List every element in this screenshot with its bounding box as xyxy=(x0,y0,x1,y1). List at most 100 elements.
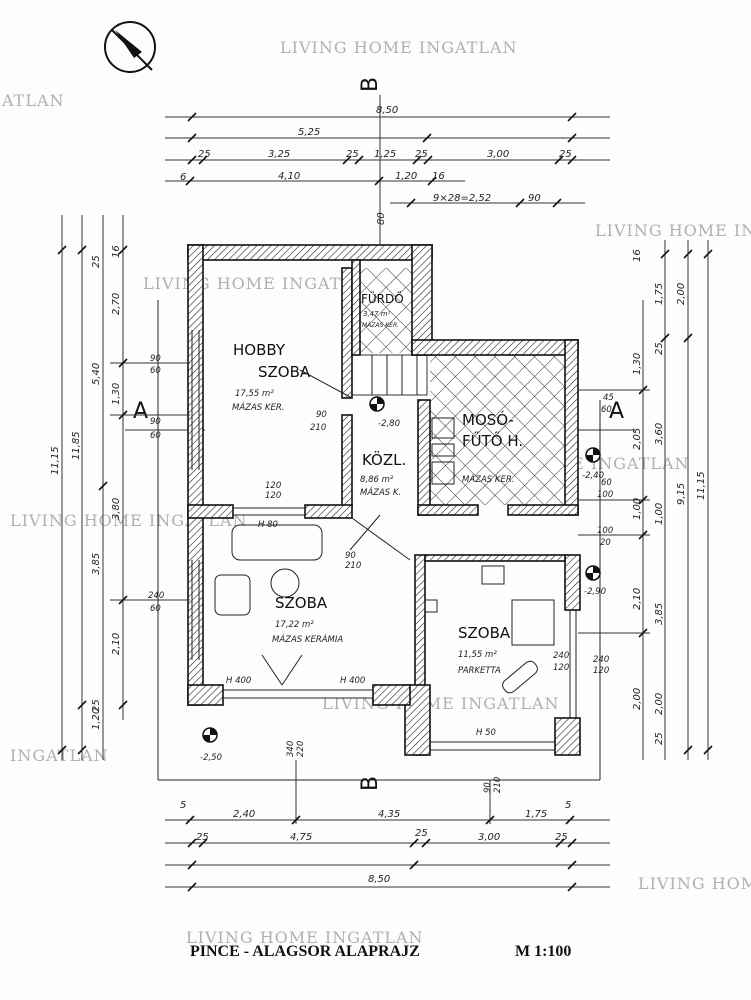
dim-label: 45 xyxy=(603,393,614,403)
walls xyxy=(187,244,581,756)
dim-label: 25 xyxy=(91,699,102,712)
dim-label: 1,20 xyxy=(91,708,102,730)
dim-label: 25 xyxy=(415,828,428,839)
room-name-hobby: HOBBY xyxy=(233,341,286,359)
dim-label: 5 xyxy=(565,800,571,811)
room-area: 17,22 m² xyxy=(275,620,314,630)
dim-label: 3,85 xyxy=(91,553,102,575)
dim-label: 5,40 xyxy=(91,363,102,385)
opening-label: 240 xyxy=(593,655,609,665)
dim-label: 11,85 xyxy=(71,431,82,460)
room-name-room2: SZOBA xyxy=(458,624,511,642)
dim-label: 4,35 xyxy=(378,809,400,820)
dim-label: 90 xyxy=(150,417,161,427)
room-name-bath: FÜRDŐ xyxy=(361,290,404,306)
dim-label: 1,75 xyxy=(525,809,547,820)
dim-label: 25 xyxy=(346,149,359,160)
dim-label: 60 xyxy=(601,405,612,415)
dim-label: 240 xyxy=(148,591,164,601)
level-label: -2,80 xyxy=(378,419,400,429)
room-area: 11,55 m² xyxy=(458,650,497,660)
dim-label: 1,20 xyxy=(395,171,417,182)
opening-label: 120 xyxy=(265,481,281,491)
dim-label: 16 xyxy=(432,171,445,182)
section-marker-a: A xyxy=(609,399,624,424)
dim-label: 60 xyxy=(150,366,161,376)
dim-label: 2,00 xyxy=(632,688,643,710)
dim-label: 11,15 xyxy=(50,446,61,475)
watermark: LIVING HOME xyxy=(638,874,751,893)
room-floor: MÁZAS KER. xyxy=(232,401,284,413)
dim-label: 3,25 xyxy=(268,149,290,160)
level-label: -2,90 xyxy=(584,587,606,597)
dim-label: 120 xyxy=(553,663,569,673)
room-area: 3,47 m² xyxy=(363,310,391,318)
left-dimensions: 11,15 11,85 5,40 3,85 1,20 2,70 1,30 3,8… xyxy=(50,215,190,760)
dim-label: 4,75 xyxy=(290,832,312,843)
staircase xyxy=(351,354,428,396)
furniture xyxy=(214,417,555,694)
watermark: LIVING HOME INGATLAN xyxy=(322,694,560,713)
dim-label: 25 xyxy=(91,255,102,268)
dim-label: 25 xyxy=(198,149,211,160)
north-arrow-icon xyxy=(104,21,156,73)
opening-label: 340 xyxy=(286,741,296,757)
room-name-room1: SZOBA xyxy=(275,594,328,612)
dim-label: 3,80 xyxy=(111,498,122,520)
dim-label: 2,05 xyxy=(632,428,643,450)
dim-label: 3,60 xyxy=(654,423,665,445)
dim-label: 8,50 xyxy=(376,105,398,116)
room-floor: MÁZAS KER. xyxy=(362,322,399,329)
room-area: 8,86 m² xyxy=(360,475,394,485)
dim-label: 20 xyxy=(600,538,611,548)
dim-label: 16 xyxy=(111,245,122,258)
room-name-hall: KÖZL. xyxy=(362,450,406,469)
dim-label: 1,25 xyxy=(374,149,396,160)
section-marker-a: A xyxy=(133,399,148,424)
room-area: 17,55 m² xyxy=(235,389,274,399)
watermark: ATLAN xyxy=(1,91,65,110)
right-dimensions: 11,15 2,00 9,15 1,75 3,60 1,00 3,85 2,00… xyxy=(553,240,713,760)
opening-label: 210 xyxy=(345,561,361,571)
dim-label: 3,85 xyxy=(654,603,665,625)
opening-label: H 80 xyxy=(258,520,278,530)
level-label: -2,40 xyxy=(582,471,604,481)
dim-label: 2,70 xyxy=(111,293,122,315)
level-marker-icon xyxy=(202,396,601,743)
bottom-dimensions: 5 2,40 4,35 1,75 5 25 4,75 25 3,00 25 8,… xyxy=(165,760,610,892)
opening-label: 120 xyxy=(593,666,609,676)
dim-label: 2,00 xyxy=(676,283,687,305)
opening-label: H 400 xyxy=(226,676,251,686)
dim-label: 1,30 xyxy=(632,353,643,375)
dim-label: 5,25 xyxy=(298,127,320,138)
dim-label: 9,15 xyxy=(676,483,687,505)
opening-label: 120 xyxy=(265,491,281,501)
opening-label: H 50 xyxy=(476,728,496,738)
dim-label: 2,40 xyxy=(233,809,255,820)
opening-label: H 400 xyxy=(340,676,365,686)
room-floor: MÁZAS KERÁMIA xyxy=(272,633,343,645)
level-label: -2,50 xyxy=(200,753,222,763)
opening-label: 90 xyxy=(483,782,493,793)
watermark: LIVING HOME INGATLAN xyxy=(186,928,424,947)
chimney-icon xyxy=(424,599,438,613)
dim-label: 25 xyxy=(654,732,665,745)
dim-label: 80 xyxy=(376,212,387,225)
dim-label: 25 xyxy=(555,832,568,843)
section-marker-b: B xyxy=(358,77,383,92)
bath-tiled-floor xyxy=(360,268,412,353)
room-floor: PARKETTA xyxy=(458,666,501,676)
dim-label: 2,00 xyxy=(654,693,665,715)
dim-label: 2,10 xyxy=(632,588,643,610)
room-floor: MÁZAS KER. xyxy=(462,473,514,485)
dim-label: 1,00 xyxy=(632,498,643,520)
dim-label: 240 xyxy=(553,651,569,661)
section-marker-b: B xyxy=(358,776,383,791)
opening-label: 210 xyxy=(310,423,326,433)
dim-label: 8,50 xyxy=(368,874,390,885)
dim-label: 100 xyxy=(597,490,613,500)
room-name-laundry: FŰTŐ H. xyxy=(462,430,523,450)
dim-label: 3,00 xyxy=(487,149,509,160)
dim-label: 100 xyxy=(597,526,613,536)
opening-label: 210 xyxy=(493,777,503,793)
